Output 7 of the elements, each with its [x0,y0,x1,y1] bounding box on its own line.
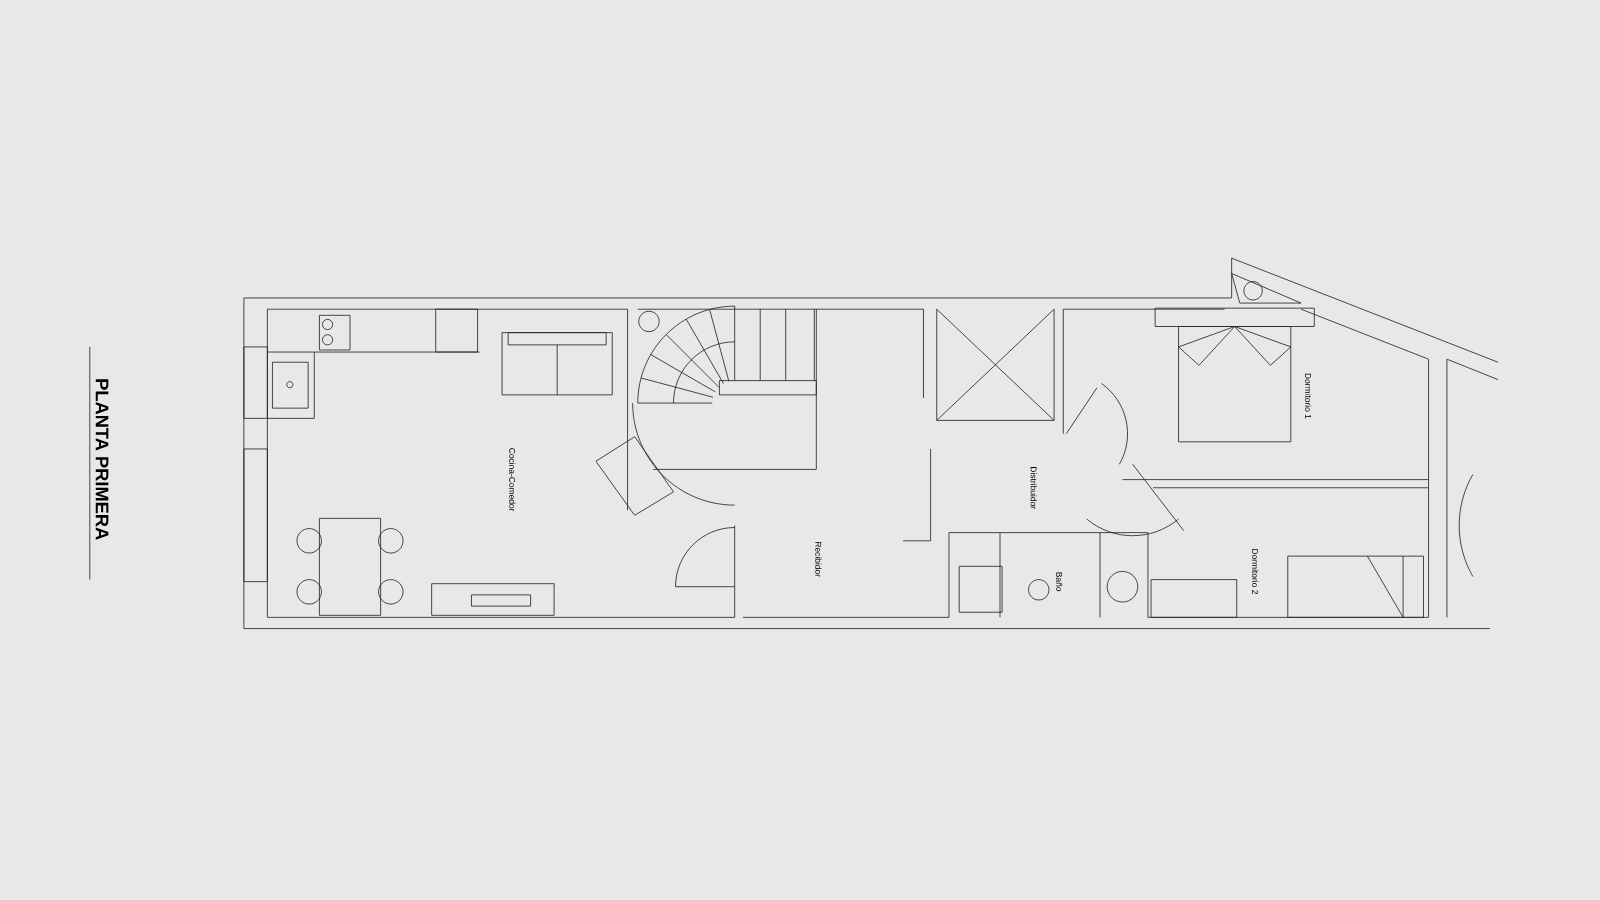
room-label: Dormitorio 2 [1252,549,1259,594]
room-label: Baño [1056,572,1063,592]
room-label: Recibidor [815,542,822,577]
room-label: Dormitorio 1 [1305,373,1312,419]
room-label: Cocina-Comedor [509,448,516,512]
plan-title: PLANTA PRIMERA [95,379,109,540]
room-label: Distribuidor [1030,467,1037,509]
